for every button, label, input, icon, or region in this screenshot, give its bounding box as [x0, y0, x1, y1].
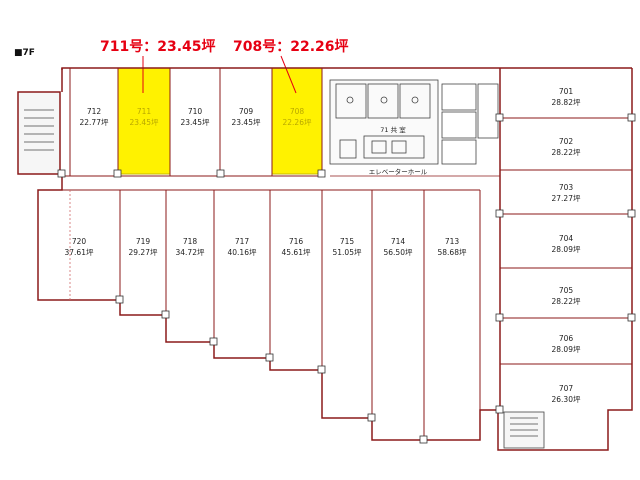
building-walls [17, 67, 633, 451]
unit-705-area: 28.22坪 [552, 297, 581, 306]
unit-711-number: 711 [137, 107, 152, 116]
south-units [38, 189, 481, 440]
unit-701-number: 701 [559, 87, 574, 96]
unit-702-area: 28.22坪 [552, 148, 581, 157]
unit-715-area: 51.05坪 [333, 248, 362, 257]
unit-707-area: 26.30坪 [552, 395, 581, 404]
callout-708-leader [280, 55, 297, 94]
unit-714-area: 56.50坪 [384, 248, 413, 257]
north-units [62, 68, 323, 177]
unit-703-area: 27.27坪 [552, 194, 581, 203]
unit-718-number: 718 [183, 237, 198, 246]
unit-706-area: 28.09坪 [552, 345, 581, 354]
unit-720-area: 37.61坪 [65, 248, 94, 257]
unit-713-number: 713 [445, 237, 460, 246]
unit-713-area: 58.68坪 [438, 248, 467, 257]
floor-label: ■7F [14, 48, 35, 58]
unit-701-area: 28.82坪 [552, 98, 581, 107]
unit-719-number: 719 [136, 237, 151, 246]
unit-704-area: 28.09坪 [552, 245, 581, 254]
unit-706-number: 706 [559, 334, 574, 343]
unit-707-number: 707 [559, 384, 574, 393]
common-room-label: 71 共 室 [380, 125, 406, 134]
unit-710-number: 710 [188, 107, 203, 116]
unit-711-highlight[interactable] [117, 67, 171, 175]
unit-712-number: 712 [87, 107, 102, 116]
unit-717-number: 717 [235, 237, 250, 246]
unit-705-number: 705 [559, 286, 574, 295]
unit-709-number: 709 [239, 107, 254, 116]
unit-708-area: 22.26坪 [283, 118, 312, 127]
unit-708-number: 708 [290, 107, 305, 116]
callout-711: 711号：23.45坪 [100, 39, 216, 55]
unit-718-area: 34.72坪 [176, 248, 205, 257]
unit-716-area: 45.61坪 [282, 248, 311, 257]
core-area [329, 79, 500, 177]
elevator-hall-label: エレベーターホール [369, 167, 428, 176]
structural-columns [57, 113, 636, 444]
unit-704-number: 704 [559, 234, 574, 243]
unit-710-area: 23.45坪 [181, 118, 210, 127]
unit-709-area: 23.45坪 [232, 118, 261, 127]
unit-711-area: 23.45坪 [130, 118, 159, 127]
callout-708: 708号：22.26坪 [233, 39, 349, 55]
unit-719-area: 29.27坪 [129, 248, 158, 257]
unit-715-number: 715 [340, 237, 355, 246]
unit-714-number: 714 [391, 237, 406, 246]
unit-716-number: 716 [289, 237, 304, 246]
unit-712-area: 22.77坪 [80, 118, 109, 127]
unit-labels: 712 22.77坪 711 23.45坪 710 23.45坪 709 23.45坪 708 2… [65, 87, 581, 404]
west-stair [24, 109, 54, 151]
unit-717-area: 40.16坪 [228, 248, 257, 257]
unit-720-number: 720 [72, 237, 87, 246]
east-units [500, 117, 632, 365]
unit-703-number: 703 [559, 183, 574, 192]
unit-702-number: 702 [559, 137, 574, 146]
east-stair [503, 411, 545, 449]
